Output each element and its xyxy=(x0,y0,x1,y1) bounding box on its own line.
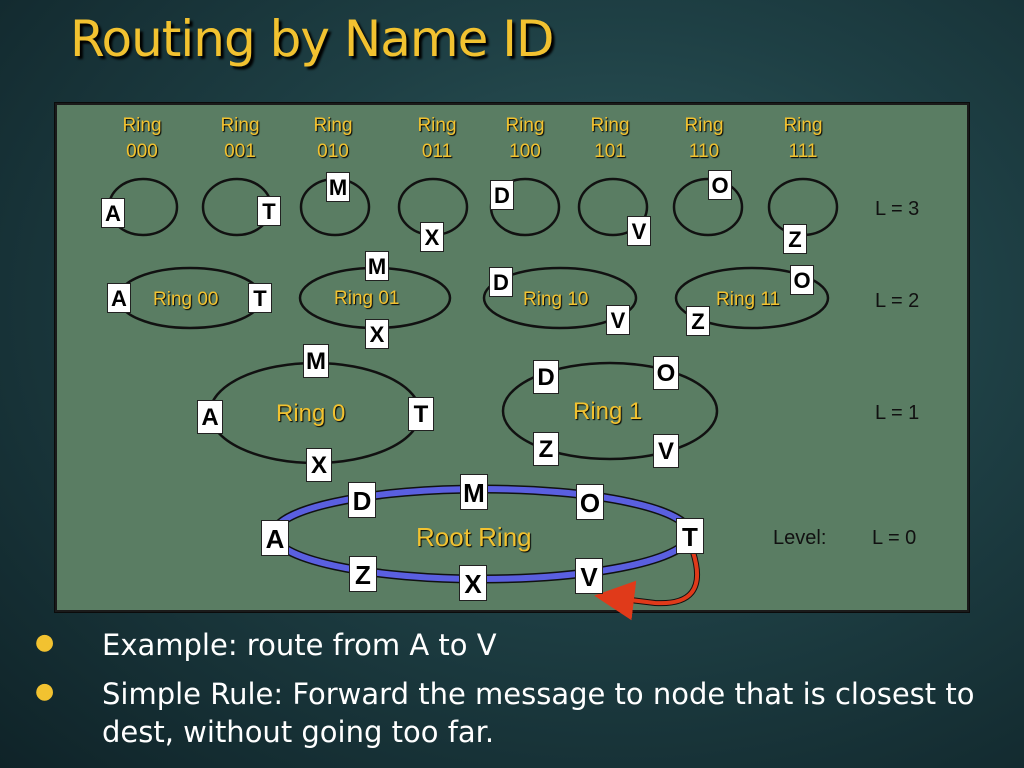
level-0-label: L = 0 xyxy=(872,527,917,549)
node-m-l2: M xyxy=(365,251,389,281)
node-a-l3: A xyxy=(101,198,125,228)
node-t-l3: T xyxy=(257,196,281,226)
node-m-l1: M xyxy=(303,344,329,378)
node-x-l2: X xyxy=(365,319,389,349)
node-t-l1: T xyxy=(408,397,434,431)
node-o-l3: O xyxy=(708,170,732,200)
node-x-l3: X xyxy=(420,222,444,252)
node-d-l2: D xyxy=(489,267,513,297)
node-t-l2: T xyxy=(248,283,272,313)
ring-1-label: Ring 1 xyxy=(573,398,643,425)
node-a-l1: A xyxy=(197,400,223,434)
ring-101 xyxy=(577,177,649,237)
bullet-text-1: Example: route from A to V xyxy=(102,628,497,662)
node-x-l1: X xyxy=(306,448,332,482)
node-z-l1: Z xyxy=(533,432,559,466)
node-v-l0: V xyxy=(575,558,603,594)
level-3-label: L = 3 xyxy=(875,198,920,220)
ring-11-label: Ring 11 xyxy=(716,289,781,310)
level-2-label: L = 2 xyxy=(875,290,920,312)
node-v-l3: V xyxy=(627,216,651,246)
slide-title: Routing by Name ID xyxy=(70,10,554,68)
level-word: Level: xyxy=(773,527,827,549)
root-ring-label: Root Ring xyxy=(416,522,532,552)
ring-0-label: Ring 0 xyxy=(276,400,346,427)
node-m-l3: M xyxy=(326,172,350,202)
node-v-l1: V xyxy=(653,434,679,468)
node-o-l2: O xyxy=(790,265,814,295)
ring-00-label: Ring 00 xyxy=(153,289,219,310)
node-x-l0: X xyxy=(459,565,487,601)
bullet-icon: ● xyxy=(35,630,55,655)
level-1-label: L = 1 xyxy=(875,402,920,424)
node-v-l2: V xyxy=(606,305,630,335)
node-m-l0: M xyxy=(460,474,488,510)
node-o-l1: O xyxy=(653,356,679,390)
bullet-icon: ● xyxy=(35,679,55,704)
ring-11-shape xyxy=(674,266,830,330)
node-z-l3: Z xyxy=(783,224,807,254)
ring-10-label: Ring 10 xyxy=(523,289,589,310)
node-z-l0: Z xyxy=(349,556,377,592)
node-t-l0: T xyxy=(676,518,704,554)
bullet-text-2: Simple Rule: Forward the message to node… xyxy=(102,677,975,749)
ring-01-label: Ring 01 xyxy=(334,288,400,309)
node-a-l2: A xyxy=(107,283,131,313)
node-o-l0: O xyxy=(576,484,604,520)
node-a-l0: A xyxy=(261,520,289,556)
node-z-l2: Z xyxy=(686,306,710,336)
ring-1-shape xyxy=(501,361,719,461)
node-d-l1: D xyxy=(533,360,559,394)
ring-10-shape xyxy=(482,266,638,330)
node-d-l3: D xyxy=(490,180,514,210)
node-d-l0: D xyxy=(348,482,376,518)
